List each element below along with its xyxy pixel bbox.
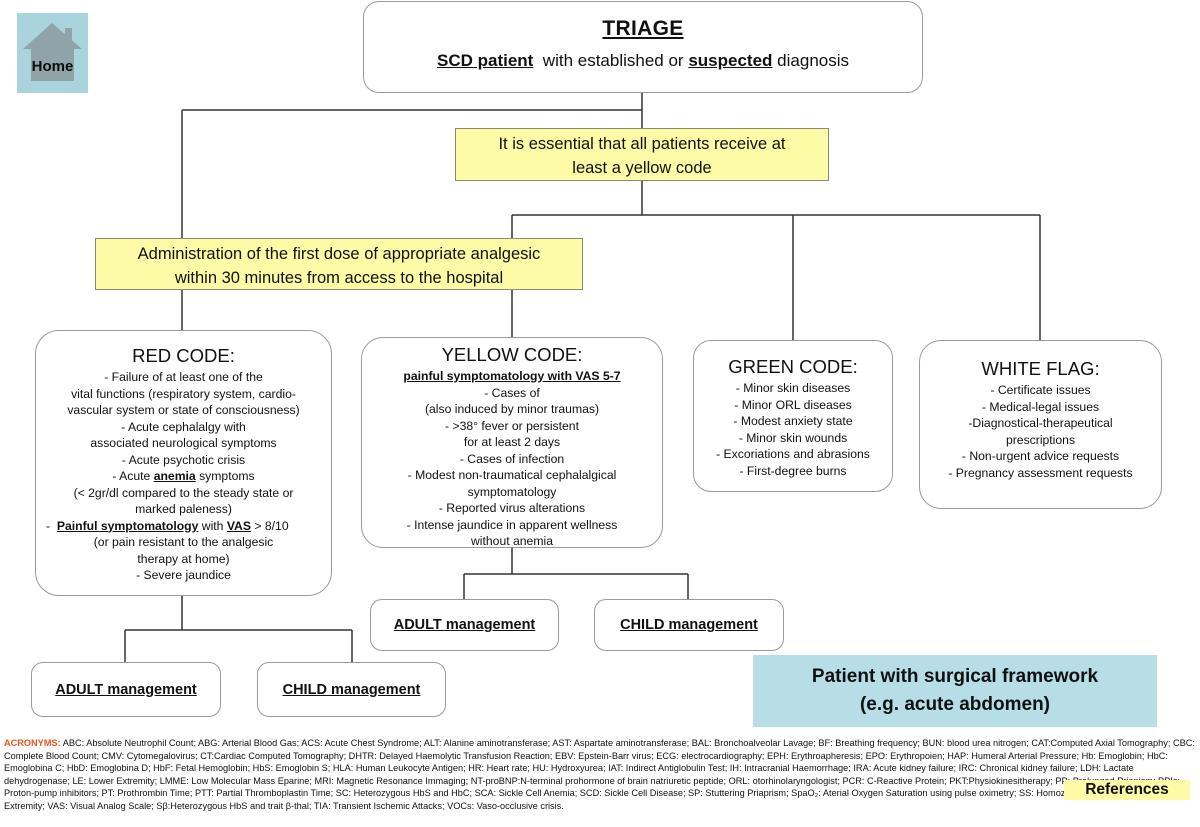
green-item: - Minor skin diseases (735, 381, 851, 395)
yellow-line-10: - Intense jaundice in apparent wellness (406, 517, 618, 532)
triage-title: TRIAGE (602, 17, 684, 40)
red-line-7: - Acute anemia symptoms (36, 468, 331, 485)
red-line-12: therapy at home) (137, 551, 230, 566)
green-code-box: GREEN CODE: - Minor skin diseases - Mino… (693, 340, 893, 492)
acronyms-footnote: ACRONYMS: ABC: Absolute Neutrophil Count… (4, 737, 1197, 813)
yellow-code-body: painful symptomatology with VAS 5-7 - Ca… (362, 368, 662, 550)
red-code-body: - Failure of at least one of the vital f… (36, 369, 331, 584)
red-line-7a: - Acute (112, 469, 154, 483)
essential-line-1: It is essential that all patients receiv… (498, 135, 786, 153)
red-child-management-label: CHILD management (282, 681, 421, 698)
red-line-11: (or pain resistant to the analgesic (93, 535, 274, 549)
white-flag-item: -Diagnostical-therapeutical (968, 416, 1113, 430)
white-flag-item: prescriptions (1005, 432, 1076, 447)
yellow-line-6: - Cases of infection (459, 451, 565, 466)
acronyms-text: ABC: Absolute Neutrophil Count; ABG: Art… (4, 738, 1195, 811)
green-item: - Modest anxiety state (733, 414, 853, 428)
essential-line-2: least a yellow code (572, 159, 712, 177)
analgesic-line-2: within 30 minutes from access to the hos… (174, 269, 504, 287)
green-item: - Minor ORL diseases (734, 397, 852, 412)
red-code-title: RED CODE: (132, 345, 235, 366)
home-label: Home (31, 58, 74, 75)
red-line-9: marked paleness) (135, 502, 232, 516)
red-line-4: - Acute cephalalgy with (121, 419, 246, 434)
yellow-line-8: symptomatology (467, 484, 557, 499)
red-line-8: (< 2gr/dl compared to the steady state o… (73, 485, 294, 500)
red-line-5: associated neurological symptoms (90, 436, 277, 450)
white-flag-title: WHITE FLAG: (981, 358, 1100, 379)
white-flag-item: - Certificate issues (990, 383, 1091, 397)
green-item: - Excoriations and abrasions (716, 447, 870, 461)
yellow-child-management-label: CHILD management (620, 617, 758, 633)
red-line-6: - Acute psychotic crisis (121, 452, 246, 467)
yellow-code-box: YELLOW CODE: painful symptomatology with… (361, 337, 663, 548)
red-line-10c: with (198, 518, 227, 533)
yellow-child-management-button[interactable]: CHILD management (594, 599, 784, 651)
green-item: - First-degree burns (739, 463, 847, 478)
yellow-line-1: painful symptomatology with VAS 5-7 (403, 369, 621, 383)
yellow-code-title: YELLOW CODE: (441, 344, 583, 365)
yellow-line-9: - Reported virus alterations (438, 501, 586, 515)
yellow-line-5: for at least 2 days (463, 435, 561, 449)
white-flag-item: - Non-urgent advice requests (961, 449, 1120, 463)
references-label: References (1085, 781, 1169, 798)
white-flag-item: - Medical-legal issues (981, 399, 1100, 414)
yellow-adult-management-button[interactable]: ADULT management (370, 599, 559, 651)
yellow-line-2: - Cases of (484, 385, 540, 400)
analgesic-note: Administration of the first dose of appr… (95, 238, 583, 290)
red-adult-management-button[interactable]: ADULT management (31, 662, 221, 717)
green-code-title: GREEN CODE: (728, 356, 858, 377)
yellow-line-4: - >38° fever or persistent (445, 418, 579, 433)
with-established-text: with established or (542, 51, 684, 70)
red-adult-management-label: ADULT management (55, 681, 197, 698)
suspected-label: suspected (688, 51, 773, 70)
green-item: - Minor skin wounds (738, 430, 848, 445)
anemia-label: anemia (153, 469, 196, 483)
red-child-management-button[interactable]: CHILD management (257, 662, 446, 717)
white-flag-box: WHITE FLAG: - Certificate issues - Medic… (919, 340, 1162, 509)
triage-subtitle: SCD patient with established or suspecte… (364, 51, 922, 71)
references-button[interactable]: References (1064, 780, 1190, 800)
surgical-line-1: Patient with surgical framework (811, 666, 1099, 687)
red-line-10: - Painful symptomatology with VAS > 8/10 (36, 518, 331, 535)
scd-patient-label: SCD patient (437, 51, 534, 70)
acronyms-label: ACRONYMS: (4, 738, 61, 748)
surgical-framework-button[interactable]: Patient with surgical framework (e.g. ac… (753, 655, 1157, 727)
red-code-box: RED CODE: - Failure of at least one of t… (35, 330, 332, 596)
yellow-adult-management-label: ADULT management (393, 617, 536, 633)
red-line-13: - Severe jaundice (136, 568, 231, 582)
surgical-line-2: (e.g. acute abdomen) (859, 694, 1051, 715)
red-line-10a: - (46, 518, 57, 533)
white-flag-body: - Certificate issues - Medical-legal iss… (920, 382, 1161, 481)
home-button[interactable]: Home (17, 13, 88, 93)
yellow-line-11: without anemia (471, 534, 553, 548)
vas-label: VAS (226, 518, 251, 533)
yellow-line-7: - Modest non-traumatical cephalalgical (407, 468, 617, 482)
painful-symptomatology-label: Painful symptomatology (56, 518, 199, 533)
red-line-7c: symptoms (195, 469, 255, 483)
diagnosis-text: diagnosis (777, 51, 849, 70)
white-flag-item: - Pregnancy assessment requests (948, 465, 1133, 480)
red-line-3: vascular system or state of consciousnes… (67, 403, 300, 417)
red-line-1: - Failure of at least one of the (104, 370, 263, 384)
yellow-line-3: (also induced by minor traumas) (424, 402, 600, 416)
triage-box: TRIAGE SCD patient with established or s… (363, 1, 923, 93)
red-line-10e: > 8/10 (250, 518, 289, 533)
analgesic-line-1: Administration of the first dose of appr… (137, 245, 541, 263)
green-code-body: - Minor skin diseases - Minor ORL diseas… (694, 380, 892, 479)
essential-note: It is essential that all patients receiv… (455, 128, 829, 181)
red-line-2: vital functions (respiratory system, car… (71, 386, 296, 401)
house-icon (23, 23, 82, 81)
